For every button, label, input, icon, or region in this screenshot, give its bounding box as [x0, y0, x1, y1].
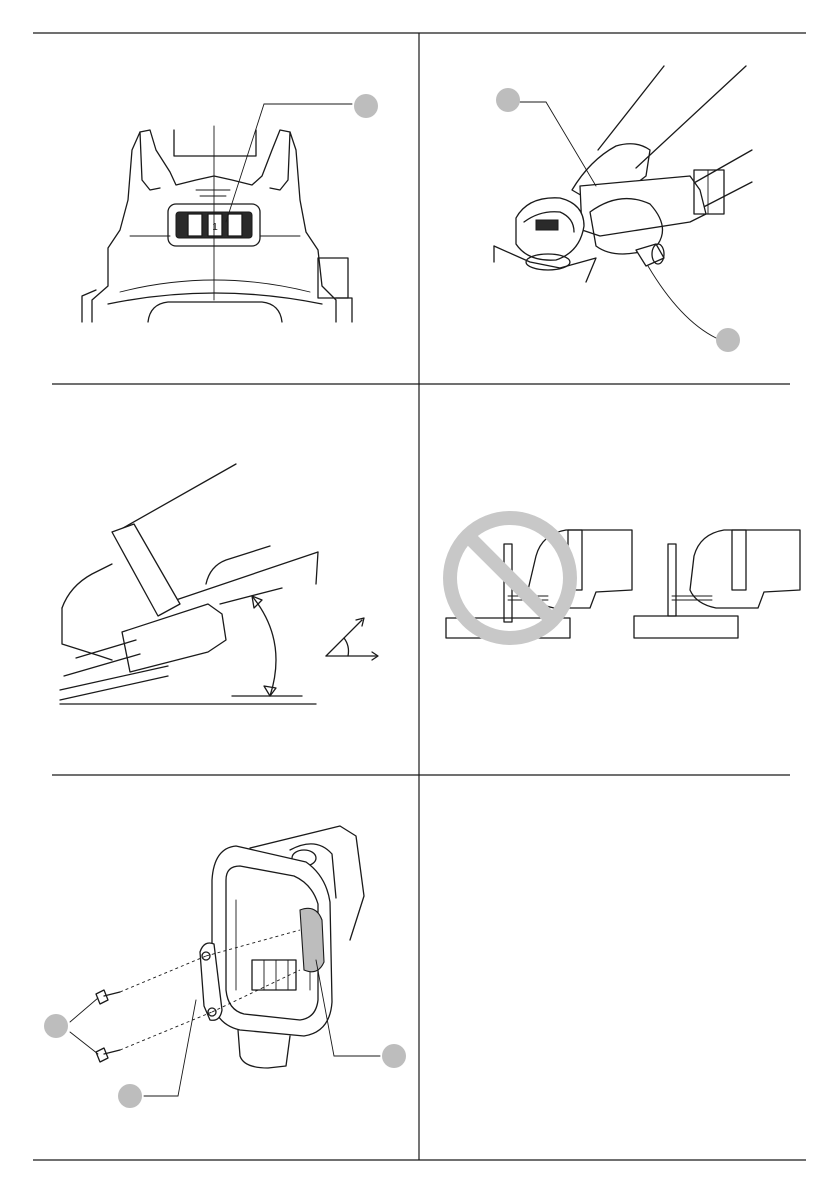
panel-battery-bracket [44, 826, 406, 1108]
correct-example [634, 530, 800, 638]
panel-two-hand-grip [494, 66, 752, 352]
callout-bubble [382, 1044, 406, 1068]
callout-bubble [118, 1084, 142, 1108]
callout-bubble [496, 88, 520, 112]
panel-grinding-angle [60, 464, 378, 704]
callout-bubble [44, 1014, 68, 1038]
callout-bubble [716, 328, 740, 352]
screw-upper [96, 990, 120, 1004]
screw-lower [96, 1048, 120, 1062]
panel-edge-cutting [446, 518, 800, 638]
callout-bubble [354, 94, 378, 118]
panel-speed-switch: 1 [82, 94, 378, 322]
angle-symbol-icon [326, 618, 378, 660]
wrong-example [446, 518, 632, 638]
svg-text:1: 1 [212, 222, 218, 233]
